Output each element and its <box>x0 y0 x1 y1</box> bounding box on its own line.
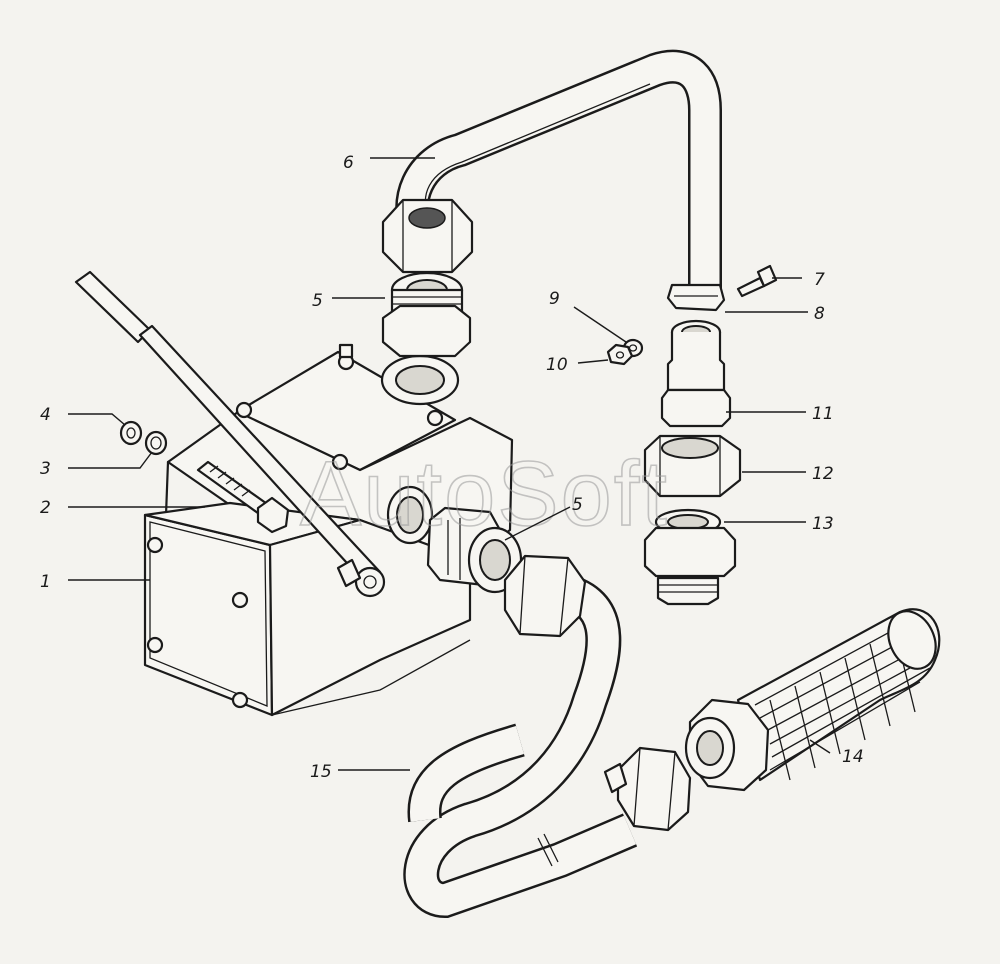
callout-labels: 1 2 3 4 5 5 6 7 8 9 10 11 12 13 14 15 <box>40 153 864 782</box>
part-14-filter <box>684 608 941 792</box>
callout-8: 8 <box>814 304 825 324</box>
part-2-bolt <box>196 460 290 534</box>
callout-11: 11 <box>812 404 834 424</box>
watermark: AutoSoft <box>300 443 669 545</box>
pipe-15-nut-upper <box>503 554 587 638</box>
callout-1: 1 <box>40 572 51 592</box>
callout-4: 4 <box>40 405 51 425</box>
hand-lever <box>74 270 386 598</box>
part-5-fitting-upper <box>381 271 472 358</box>
callout-14: 14 <box>842 747 864 767</box>
callout-12: 12 <box>812 464 834 484</box>
part-11-nipple <box>660 319 732 428</box>
callout-5-lower: 5 <box>572 495 583 515</box>
part-10-nut <box>606 343 634 366</box>
callout-7: 7 <box>814 270 825 290</box>
leader-lines <box>68 157 831 771</box>
part-15-pipe <box>403 572 638 919</box>
top-plate-bolts <box>235 343 444 471</box>
part-4-washer <box>119 420 143 446</box>
part-8-clamp <box>666 283 726 312</box>
part-3-washer <box>144 430 168 456</box>
part-12-nut <box>643 434 742 498</box>
callout-5-upper: 5 <box>312 291 323 311</box>
pipe-6-nut <box>381 198 474 274</box>
callout-13: 13 <box>812 514 834 534</box>
part-13-adapter <box>643 508 737 606</box>
pipe-15-nut-lower <box>603 746 692 832</box>
callout-3: 3 <box>40 459 51 479</box>
part-7-screw <box>736 264 778 298</box>
front-face-bolts <box>146 536 249 709</box>
callout-6: 6 <box>343 153 354 173</box>
callout-9: 9 <box>549 289 560 309</box>
callout-2: 2 <box>40 498 51 518</box>
callout-15: 15 <box>310 762 332 782</box>
callout-10: 10 <box>546 355 568 375</box>
